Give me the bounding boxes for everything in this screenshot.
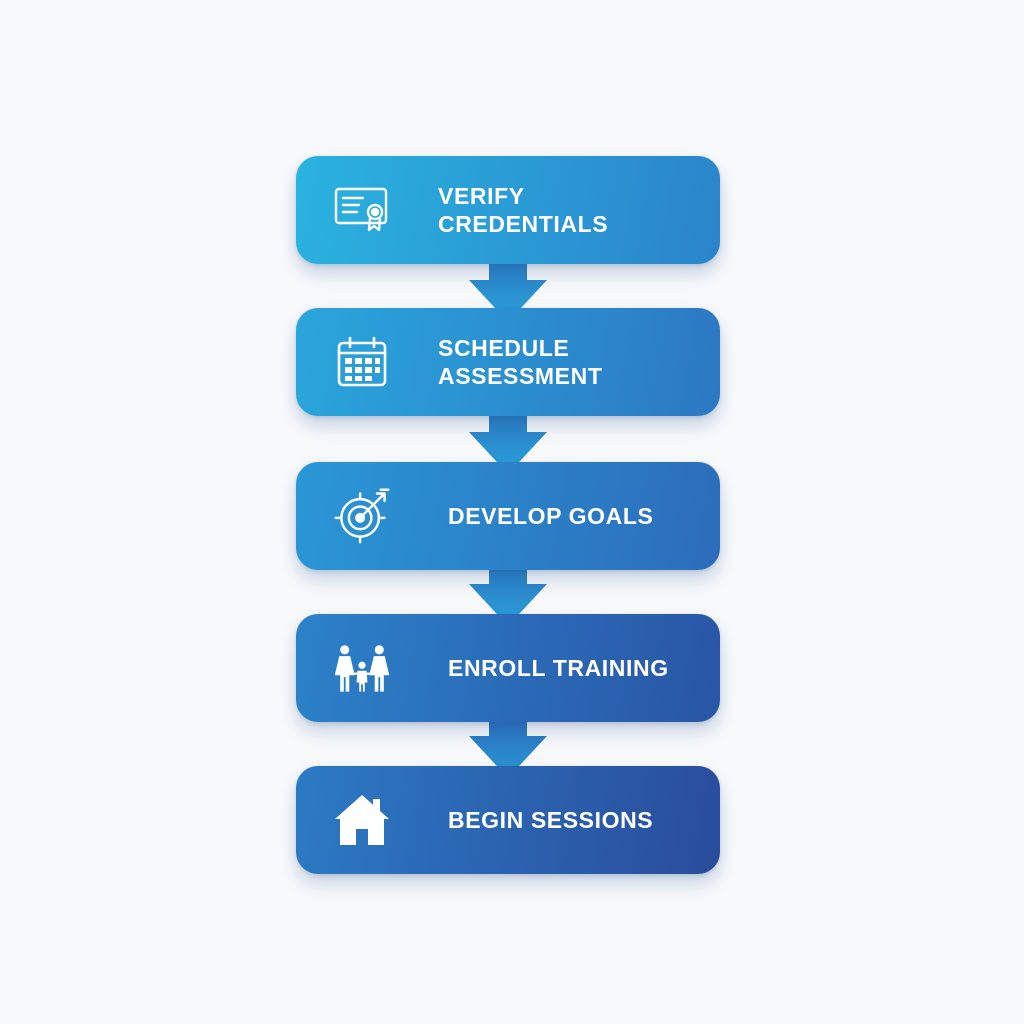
step-label: DEVELOP GOALS (448, 503, 654, 529)
step-label: ENROLL TRAINING (448, 655, 669, 681)
step-begin-sessions: BEGIN SESSIONS (296, 766, 720, 874)
step-verify-credentials: VERIFY CREDENTIALS (296, 156, 720, 264)
home-icon (332, 790, 392, 850)
step-develop-goals: DEVELOP GOALS (296, 462, 720, 570)
connector-arrow-4 (469, 718, 547, 778)
step-label: SCHEDULE ASSESSMENT (438, 335, 603, 389)
connector-arrow-1 (469, 262, 547, 322)
connector-arrow-2 (469, 414, 547, 474)
step-enroll-training: ENROLL TRAINING (296, 614, 720, 722)
certificate-icon (332, 180, 392, 240)
family-icon (332, 638, 392, 698)
target-icon (332, 486, 392, 546)
step-label: BEGIN SESSIONS (448, 807, 654, 833)
calendar-icon (332, 332, 392, 392)
connector-arrow-3 (469, 566, 547, 626)
step-label: VERIFY CREDENTIALS (438, 183, 609, 237)
step-schedule-assessment: SCHEDULE ASSESSMENT (296, 308, 720, 416)
